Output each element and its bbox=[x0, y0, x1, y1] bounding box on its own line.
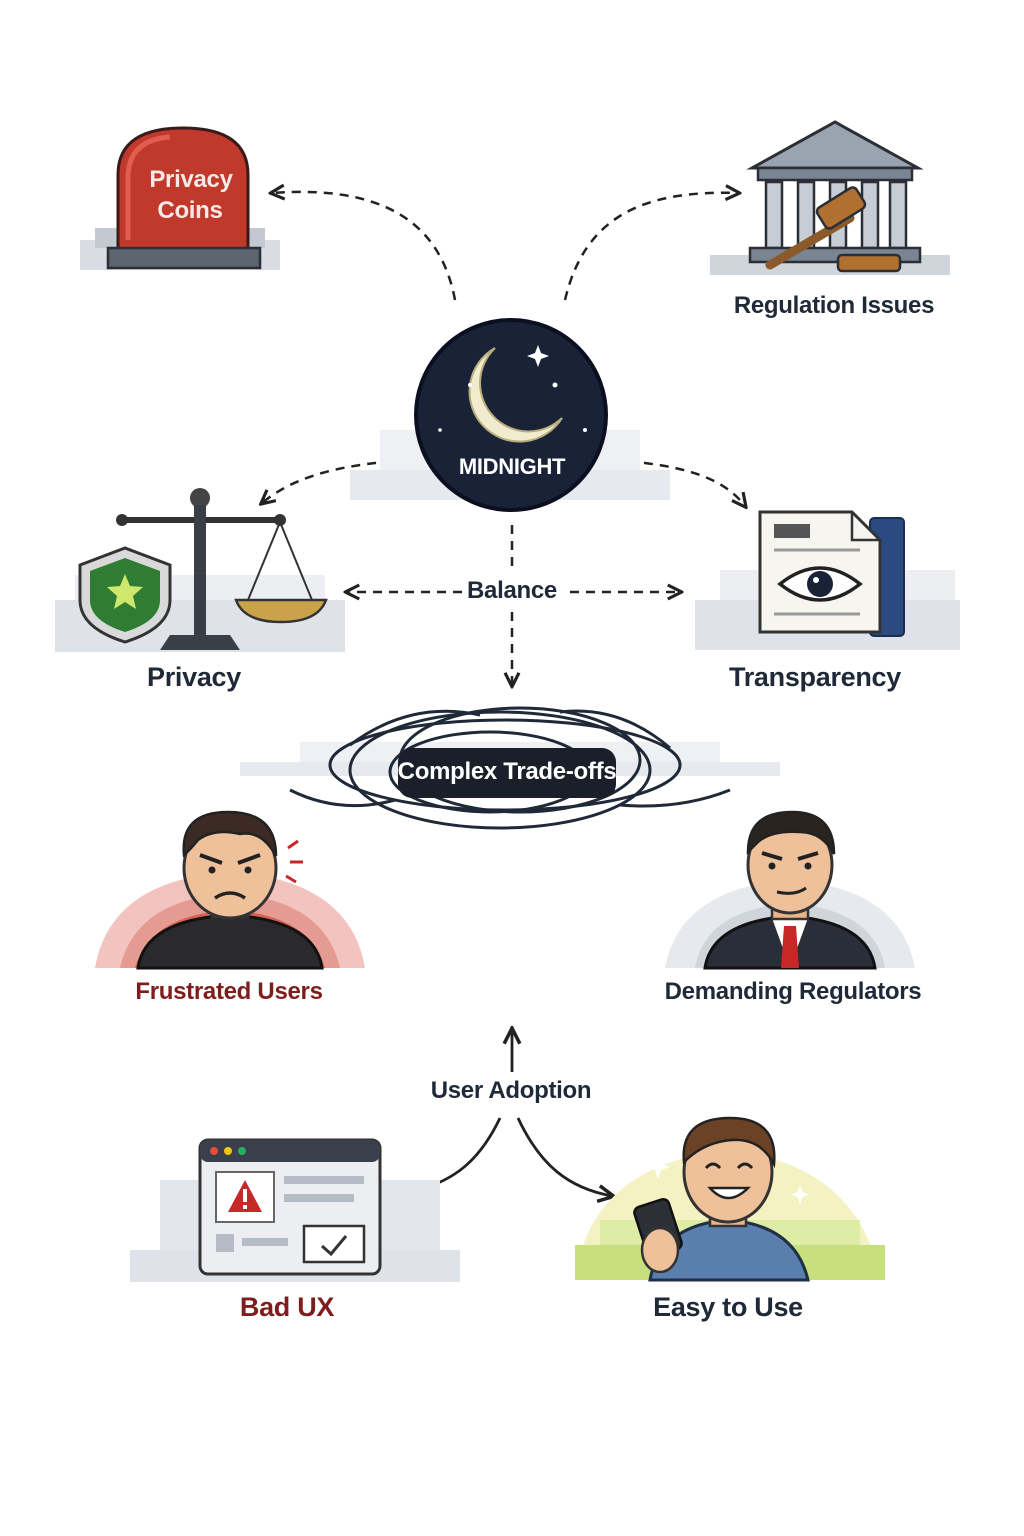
easy-to-use-label: Easy to Use bbox=[653, 1292, 803, 1323]
balance-label: Balance bbox=[467, 577, 557, 605]
regulator-icon bbox=[665, 812, 915, 968]
moon-icon bbox=[350, 320, 670, 510]
browser-warning-icon bbox=[130, 1140, 460, 1282]
document-eye-icon bbox=[695, 512, 960, 650]
transparency-label: Transparency bbox=[729, 662, 901, 693]
complex-tradeoffs-label: Complex Trade-offs bbox=[398, 758, 617, 786]
frustrated-users-label: Frustrated Users bbox=[135, 978, 322, 1006]
arrow-to-regulation bbox=[565, 193, 738, 300]
privacy-label: Privacy bbox=[147, 662, 241, 693]
happy-user-phone-icon bbox=[575, 1118, 885, 1280]
privacy-coins-label-line1: Privacy bbox=[149, 166, 232, 194]
shield-icon bbox=[80, 548, 170, 642]
privacy-coins-label-line2: Coins bbox=[157, 197, 222, 225]
frustrated-user-icon bbox=[95, 812, 365, 968]
arrow-to-easy-use bbox=[518, 1118, 612, 1196]
adoption-arrows bbox=[418, 1030, 612, 1196]
user-adoption-label: User Adoption bbox=[431, 1077, 592, 1105]
courthouse-icon bbox=[710, 122, 950, 275]
regulation-issues-label: Regulation Issues bbox=[734, 292, 934, 320]
arrow-to-bad-ux bbox=[418, 1118, 500, 1190]
arrow-to-privacy-coins bbox=[272, 192, 455, 300]
bad-ux-label: Bad UX bbox=[240, 1292, 334, 1323]
demanding-regulators-label: Demanding Regulators bbox=[665, 978, 922, 1006]
midnight-label: MIDNIGHT bbox=[459, 454, 565, 480]
